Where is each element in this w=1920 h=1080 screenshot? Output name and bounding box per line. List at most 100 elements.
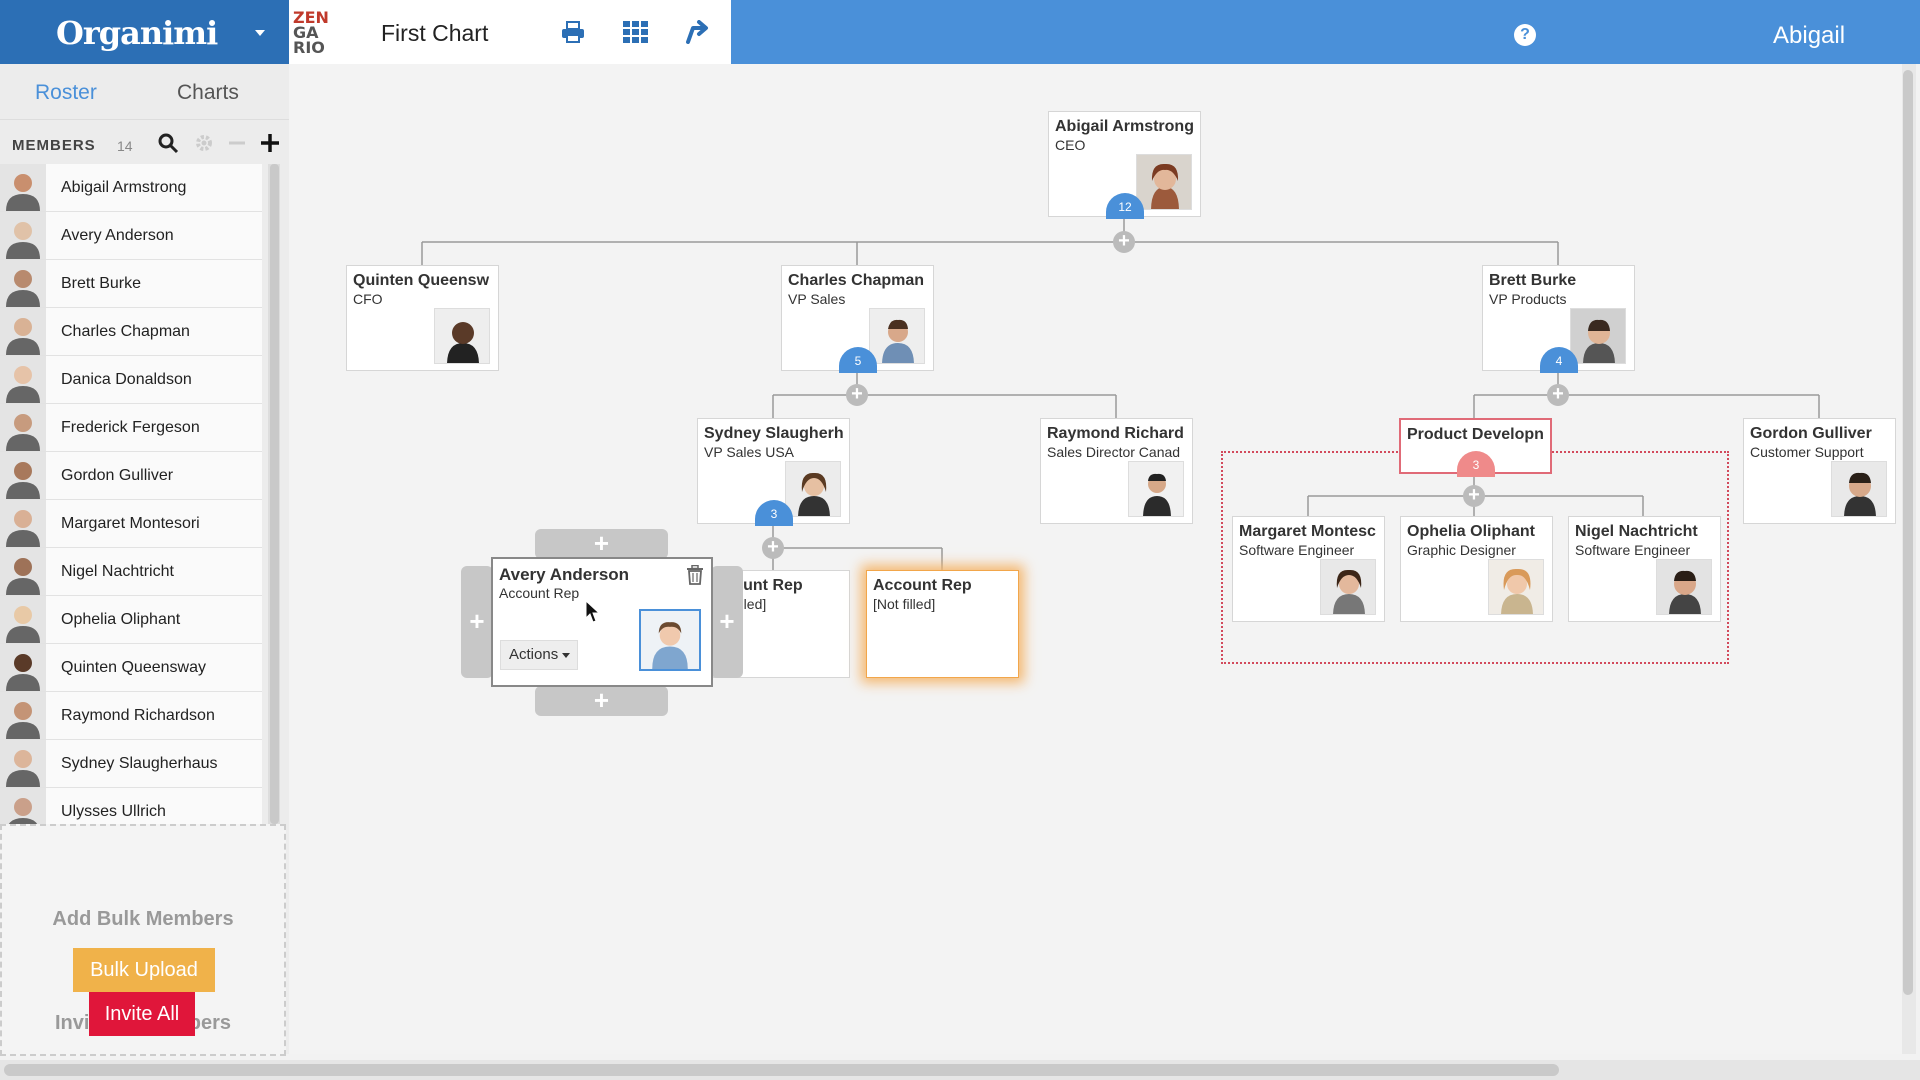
add-report-button[interactable]: + xyxy=(762,537,784,559)
selected-org-card[interactable]: Avery Anderson Account Rep Actions xyxy=(491,557,713,687)
card-title: Sales Director Canad xyxy=(1047,444,1181,460)
share-icon[interactable] xyxy=(685,20,711,44)
avatar xyxy=(0,452,46,499)
add-below-button[interactable]: + xyxy=(535,686,668,716)
org-card-cfo[interactable]: Quinten Queensw CFO xyxy=(346,265,499,371)
trash-icon[interactable] xyxy=(686,565,704,585)
brand-bar[interactable]: Organimi xyxy=(0,0,289,64)
org-card-engineer[interactable]: Margaret Montesc Software Engineer xyxy=(1232,516,1385,622)
report-count-badge: 3 xyxy=(1457,451,1495,477)
department-card[interactable]: Product Developn 3 xyxy=(1399,418,1552,477)
org-card-customer-support[interactable]: Gordon Gulliver Customer Support xyxy=(1743,418,1896,524)
card-title: VP Products xyxy=(1489,291,1567,307)
add-report-button[interactable]: + xyxy=(846,384,868,406)
card-name: Margaret Montesc xyxy=(1239,523,1376,540)
org-card-vp-products[interactable]: Brett Burke VP Products 4 xyxy=(1482,265,1635,373)
avatar xyxy=(1128,461,1184,517)
print-icon[interactable] xyxy=(560,20,586,44)
chevron-down-icon xyxy=(562,653,570,658)
card-name: Brett Burke xyxy=(1489,272,1577,289)
card-title: CFO xyxy=(353,291,383,307)
avatar xyxy=(0,212,46,259)
avatar xyxy=(0,308,46,355)
user-menu[interactable]: Abigail xyxy=(1773,22,1846,49)
org-card-ceo[interactable]: Abigail Armstrong CEO 12 xyxy=(1048,111,1201,219)
avatar xyxy=(0,356,46,403)
card-title: Account Rep xyxy=(499,585,580,601)
member-name: Sydney Slaugherhaus xyxy=(61,755,218,772)
add-report-button[interactable]: + xyxy=(1113,231,1135,253)
member-list-item[interactable]: Sydney Slaugherhaus xyxy=(0,740,262,788)
actions-label: Actions xyxy=(509,646,559,663)
member-list-item[interactable]: Abigail Armstrong xyxy=(0,164,262,212)
org-logo-line: ZEN xyxy=(293,8,329,27)
member-list-item[interactable]: Nigel Nachtricht xyxy=(0,548,262,596)
report-count-badge: 4 xyxy=(1540,347,1578,373)
member-list-item[interactable]: Danica Donaldson xyxy=(0,356,262,404)
member-list-item[interactable]: Raymond Richardson xyxy=(0,692,262,740)
bulk-upload-button[interactable]: Bulk Upload xyxy=(73,948,215,992)
tab-charts[interactable]: Charts xyxy=(177,81,239,104)
member-list-item[interactable]: Brett Burke xyxy=(0,260,262,308)
member-list-item[interactable]: Frederick Fergeson xyxy=(0,404,262,452)
avatar xyxy=(0,644,46,691)
add-report-button[interactable]: + xyxy=(1547,384,1569,406)
card-name: Avery Anderson xyxy=(499,565,630,584)
chart-title[interactable]: First Chart xyxy=(381,20,489,46)
org-card-vp-sales[interactable]: Charles Chapman VP Sales 5 xyxy=(781,265,934,373)
report-count-badge: 5 xyxy=(839,347,877,373)
avatar xyxy=(639,609,701,671)
add-right-button[interactable]: + xyxy=(711,566,743,678)
org-logo-line: RIO xyxy=(293,38,325,57)
org-logo: ZEN GA RIO xyxy=(293,10,345,58)
org-card-engineer[interactable]: Nigel Nachtricht Software Engineer xyxy=(1568,516,1721,622)
card-name: Sydney Slaugherh xyxy=(704,425,844,442)
card-title: Software Engineer xyxy=(1575,542,1691,558)
members-header: MEMBERS 14 xyxy=(0,120,289,164)
org-card-designer[interactable]: Ophelia Oliphant Graphic Designer xyxy=(1400,516,1553,622)
card-name: Raymond Richard xyxy=(1047,425,1184,442)
member-list-item[interactable]: Ophelia Oliphant xyxy=(0,596,262,644)
member-list-item[interactable]: Quinten Queensway xyxy=(0,644,262,692)
member-list-item[interactable]: Avery Anderson xyxy=(0,212,262,260)
minus-icon[interactable] xyxy=(226,132,248,154)
canvas-horizontal-scroll-thumb[interactable] xyxy=(4,1064,1559,1076)
invite-all-button[interactable]: Invite All xyxy=(89,992,195,1036)
avatar xyxy=(1831,461,1887,517)
tab-roster[interactable]: Roster xyxy=(35,81,97,104)
add-above-button[interactable]: + xyxy=(535,529,668,559)
member-list-item[interactable]: Margaret Montesori xyxy=(0,500,262,548)
card-title: [Not filled] xyxy=(873,596,936,612)
avatar xyxy=(0,548,46,595)
member-name: Quinten Queensway xyxy=(61,659,206,676)
card-title: Customer Support xyxy=(1750,444,1864,460)
gear-icon[interactable] xyxy=(193,132,215,154)
help-icon[interactable]: ? xyxy=(1514,24,1536,46)
add-left-button[interactable]: + xyxy=(461,566,493,678)
member-list-item[interactable]: Charles Chapman xyxy=(0,308,262,356)
org-card-sales-director[interactable]: Raymond Richard Sales Director Canad xyxy=(1040,418,1193,524)
member-name: Raymond Richardson xyxy=(61,707,215,724)
card-name: Abigail Armstrong xyxy=(1055,118,1194,135)
member-name: Danica Donaldson xyxy=(61,371,192,388)
org-logo-line: GA xyxy=(293,23,319,42)
card-title: VP Sales xyxy=(788,291,846,307)
org-card-vp-sales-usa[interactable]: Sydney Slaugherh VP Sales USA 3 xyxy=(697,418,850,526)
search-icon[interactable] xyxy=(157,132,179,154)
member-list-scroll-thumb[interactable] xyxy=(270,164,279,824)
member-list-item[interactable]: Gordon Gulliver xyxy=(0,452,262,500)
card-title: VP Sales USA xyxy=(704,444,795,460)
canvas-vertical-scroll-thumb[interactable] xyxy=(1903,70,1913,995)
actions-dropdown[interactable]: Actions xyxy=(500,640,578,670)
member-name: Charles Chapman xyxy=(61,323,190,340)
member-name: Frederick Fergeson xyxy=(61,419,200,436)
avatar xyxy=(1488,559,1544,615)
add-member-icon[interactable] xyxy=(259,132,281,154)
member-name: Brett Burke xyxy=(61,275,142,292)
chevron-down-icon[interactable] xyxy=(255,30,265,36)
member-name: Nigel Nachtricht xyxy=(61,563,174,580)
org-card-vacant-drop-target[interactable]: Account Rep [Not filled] xyxy=(866,570,1019,678)
card-title: CEO xyxy=(1055,137,1086,153)
grid-icon[interactable] xyxy=(622,20,648,44)
add-report-button[interactable]: + xyxy=(1463,485,1485,507)
